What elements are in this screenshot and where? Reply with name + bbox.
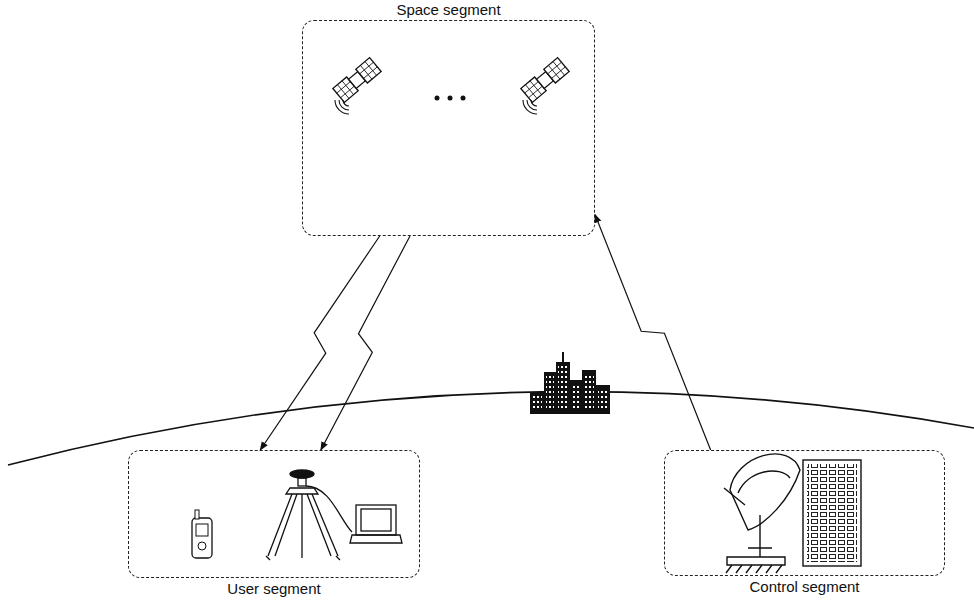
signal-waves [523, 100, 537, 114]
signal-link [321, 236, 410, 450]
dish-antenna [724, 454, 800, 573]
segment-label: Space segment [396, 1, 500, 19]
tripod-receiver [266, 470, 352, 560]
satellite-icon [521, 58, 569, 103]
signal-waves [335, 100, 349, 114]
city-skyline [530, 352, 610, 414]
segment-label: User segment [227, 580, 320, 598]
segment-box: Control segment [664, 450, 945, 576]
signal-link [260, 236, 379, 450]
ellipsis-dots [435, 96, 466, 101]
handheld-receiver [192, 510, 212, 558]
segment-box: Space segment [302, 20, 595, 236]
laptop [350, 505, 402, 543]
satellite-icon [333, 58, 381, 103]
segment-box: User segment [128, 450, 420, 578]
segment-label: Control segment [749, 578, 859, 596]
signal-link [595, 214, 711, 450]
horizon-line [8, 392, 974, 465]
control-building [803, 460, 861, 566]
